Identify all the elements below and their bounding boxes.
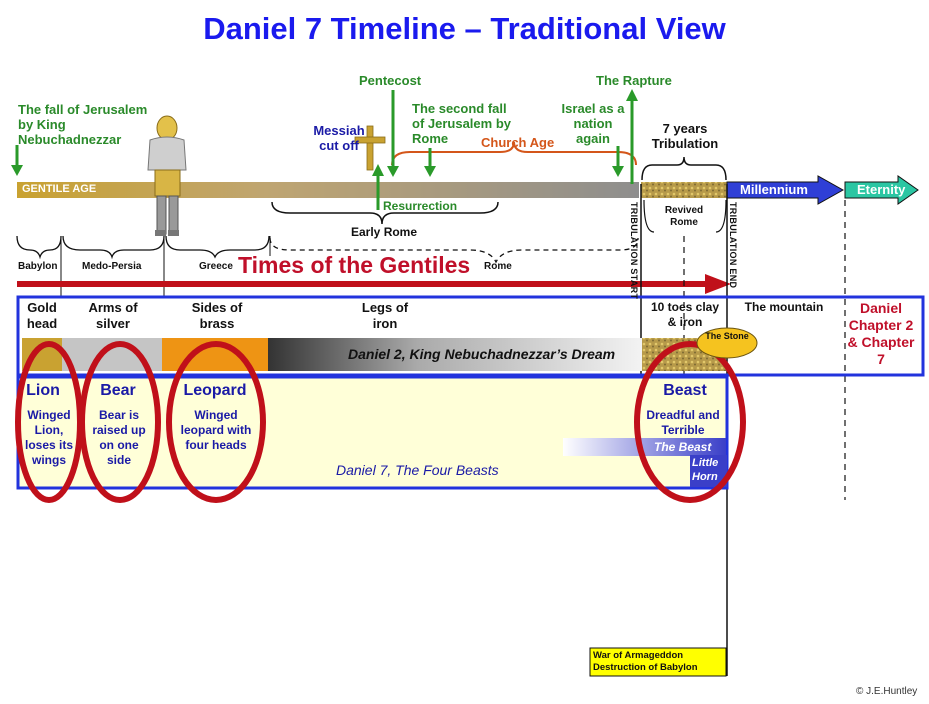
early-rome-label: Early Rome [351,225,418,239]
empire-greece: Greece [199,261,233,272]
empire-rome: Rome [484,261,512,272]
beast-lion-name: Lion [26,382,60,399]
copyright: © J.E.Huntley [856,686,918,697]
daniel-chapter-label: Daniel Chapter 2 & Chapter 7 [847,300,915,367]
empire-babylon: Babylon [18,261,58,272]
stone-shape [696,327,758,359]
empire-medo-persia: Medo-Persia [82,261,142,272]
revived-rome-label: Revived Rome [664,205,704,228]
daniel2-frame [16,295,925,377]
stone-label: The Stone [705,331,749,341]
seven-years-label: 7 years Tribulation [651,121,719,151]
eternity-label: Eternity [857,182,906,197]
pentecost-label: Pentecost [359,73,422,88]
resurrection-label: Resurrection [383,199,458,213]
times-of-gentiles-arrow [17,281,707,287]
eternity-arrow [844,175,919,205]
rapture-label: The Rapture [596,73,672,88]
daniel7-frame [16,375,729,490]
d2-bar-caption: Daniel 2, King Nebuchadnezzar’s Dream [348,346,616,362]
beast-fourth-desc: Dreadful and Terrible [646,408,720,437]
beast-fourth-name: Beast [663,382,707,399]
d2-legs-iron: Legs of iron [361,300,409,331]
daniel7-caption: Daniel 7, The Four Beasts [336,462,499,478]
d2-ten-toes: 10 toes clay & iron [650,300,720,329]
gentile-age-label: GENTILE AGE [22,183,97,195]
d2-gold-head: Gold head [26,300,58,331]
tribulation-bar [641,182,727,198]
statue-figure [147,115,187,236]
times-of-gentiles-label: Times of the Gentiles [238,252,471,278]
page-title: Daniel 7 Timeline – Traditional View [203,11,726,46]
tribulation-start-label: TRIBULATION START [629,202,639,300]
beast-leopard-desc: Winged leopard with four heads [180,408,252,452]
gentile-age-bar [17,182,639,198]
millennium-arrow [726,175,845,205]
messiah-label: Messiah cut off [313,123,365,153]
the-beast-label: The Beast [654,440,712,454]
d2-mountain: The mountain [744,300,824,314]
tribulation-end-label: TRIBULATION END [728,202,738,289]
church-age-bracket [391,141,637,166]
d2-arms-silver: Arms of silver [88,300,138,331]
d2-sides-brass: Sides of brass [191,300,243,331]
millennium-label: Millennium [740,182,808,197]
beast-lion-desc: Winged Lion, loses its wings [24,408,74,467]
beast-leopard-name: Leopard [183,382,247,399]
beast-bear-name: Bear [100,382,136,399]
beast-bear-desc: Bear is raised up on one side [92,408,146,467]
israel-nation-label: Israel as a nation again [561,101,625,146]
church-age-label: Church Age [481,135,555,150]
armageddon-label: War of Armageddon Destruction of Babylon [593,650,698,673]
little-horn-label: Little Horn [692,457,719,483]
second-fall-label: The second fall of Jerusalem by Rome [412,101,511,146]
fall-of-jerusalem-label: The fall of Jerusalem by King Nebuchadne… [18,102,148,147]
